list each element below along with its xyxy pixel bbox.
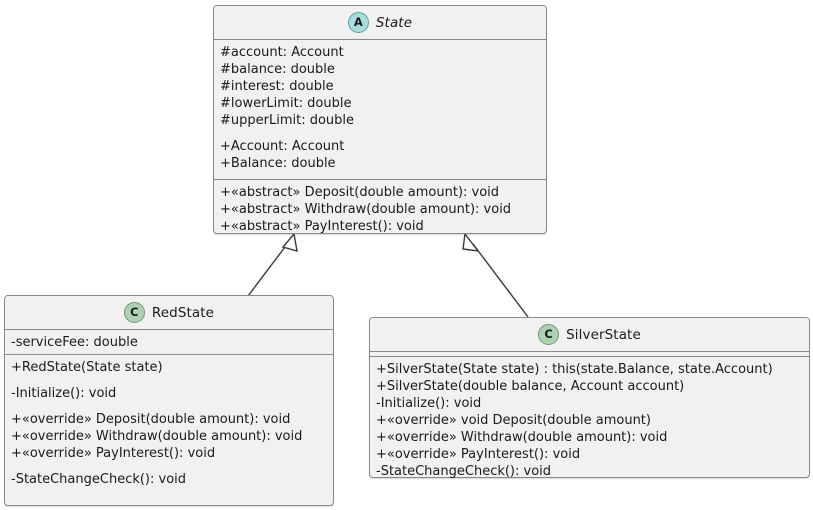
operation-row: +«override» Withdraw(double amount): voi…: [376, 430, 668, 445]
operation-row: +«override» void Deposit(double amount): [376, 413, 651, 428]
operation-spacer: [5, 376, 333, 385]
class-name-state: State: [375, 14, 413, 31]
operations-compartment-redstate: +RedState(State state) -Initialize(): vo…: [5, 355, 333, 492]
operations-compartment-state: +«abstract» Deposit(double amount): void…: [214, 180, 546, 239]
class-name-redstate: RedState: [151, 304, 215, 321]
operation-spacer: [5, 462, 333, 471]
class-badge: C: [123, 302, 145, 323]
operation-row: +RedState(State state): [11, 360, 163, 375]
attribute-row: -serviceFee: double: [11, 335, 138, 350]
class-box-silverstate[interactable]: C SilverState +SilverState(State state) …: [369, 317, 810, 479]
operation-row: +«abstract» Withdraw(double amount): voi…: [220, 202, 512, 217]
class-header-silverstate: C SilverState: [370, 318, 809, 352]
generalization-silverstate-to-state: [462, 232, 529, 318]
attribute-row: #interest: double: [220, 79, 334, 94]
operation-row: +«override» PayInterest(): void: [11, 446, 216, 461]
operation-row: +«override» Deposit(double amount): void: [11, 412, 291, 427]
generalization-redstate-to-state: [247, 232, 298, 297]
operation-row: +«override» PayInterest(): void: [376, 447, 581, 462]
class-badge: C: [538, 324, 560, 345]
attribute-row: #lowerLimit: double: [220, 96, 352, 111]
operation-row: +SilverState(double balance, Account acc…: [376, 379, 685, 394]
attribute-row: #balance: double: [220, 62, 335, 77]
operation-row: -Initialize(): void: [376, 396, 482, 411]
class-box-state[interactable]: A State #account: Account #balance: doub…: [213, 5, 547, 234]
class-header-state: A State: [214, 6, 546, 40]
operation-row: -Initialize(): void: [11, 386, 117, 401]
attribute-row: +Account: Account: [220, 139, 345, 154]
attribute-spacer: [214, 129, 546, 138]
attributes-compartment-state: #account: Account #balance: double #inte…: [214, 40, 546, 180]
class-name-silverstate: SilverState: [566, 326, 641, 343]
operations-compartment-silverstate: +SilverState(State state) : this(state.B…: [370, 357, 809, 484]
attribute-row: #account: Account: [220, 45, 344, 60]
attribute-row: +Balance: double: [220, 156, 336, 171]
operation-row: +«override» Withdraw(double amount): voi…: [11, 429, 303, 444]
abstract-class-badge: A: [347, 12, 369, 33]
operation-row: -StateChangeCheck(): void: [376, 464, 552, 479]
class-header-redstate: C RedState: [5, 296, 333, 330]
operation-spacer: [5, 402, 333, 411]
operation-row: -StateChangeCheck(): void: [11, 472, 187, 487]
attributes-compartment-silverstate: [370, 352, 809, 357]
attribute-row: #upperLimit: double: [220, 113, 355, 128]
attributes-compartment-redstate: -serviceFee: double: [5, 330, 333, 355]
operation-row: +SilverState(State state) : this(state.B…: [376, 362, 773, 377]
class-box-redstate[interactable]: C RedState -serviceFee: double +RedState…: [4, 295, 334, 506]
operation-row: +«abstract» PayInterest(): void: [220, 219, 424, 234]
operation-row: +«abstract» Deposit(double amount): void: [220, 185, 500, 200]
